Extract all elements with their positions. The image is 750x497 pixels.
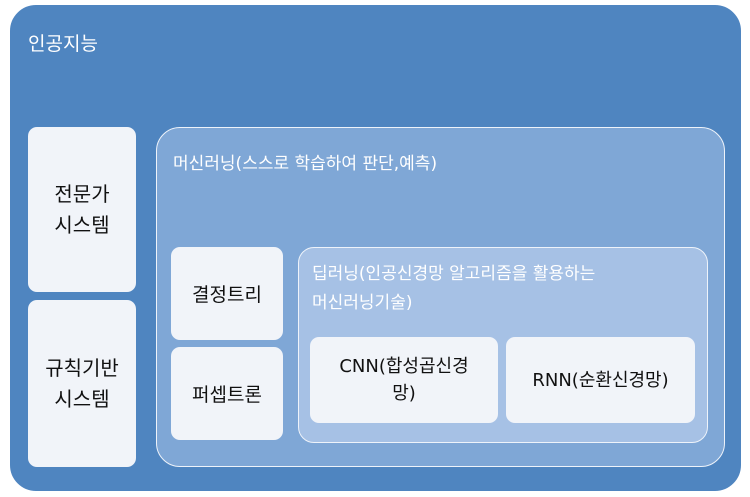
expert-system-box: 전문가 시스템 — [28, 127, 136, 292]
cnn-label-line1: CNN(합성곱신경 — [339, 356, 469, 377]
rule-based-system-box: 규칙기반 시스템 — [28, 300, 136, 467]
cnn-box: CNN(합성곱신경 망) — [310, 337, 498, 423]
expert-system-label-line1: 전문가 — [54, 181, 110, 206]
rule-system-label-line2: 시스템 — [54, 386, 110, 411]
rnn-label: RNN(순환신경망) — [532, 369, 669, 391]
deep-learning-title-line1: 딥러닝(인공신경망 알고리즘을 활용하는 — [312, 264, 596, 284]
decision-tree-box: 결정트리 — [171, 247, 283, 340]
rnn-box: RNN(순환신경망) — [506, 337, 695, 423]
decision-tree-label: 결정트리 — [192, 284, 262, 306]
cnn-label-line2: 망) — [392, 383, 416, 404]
deep-learning-title-line2: 머신러닝기술) — [312, 292, 413, 313]
deep-learning-title: 딥러닝(인공신경망 알고리즘을 활용하는 머신러닝기술) — [312, 260, 595, 318]
perceptron-label: 퍼셉트론 — [192, 384, 262, 406]
expert-system-label-line2: 시스템 — [54, 212, 110, 237]
machine-learning-title: 머신러닝(스스로 학습하여 판단,예측) — [173, 154, 438, 174]
ai-title: 인공지능 — [28, 33, 98, 55]
rule-system-label-line1: 규칙기반 — [45, 355, 119, 380]
perceptron-box: 퍼셉트론 — [171, 347, 283, 440]
